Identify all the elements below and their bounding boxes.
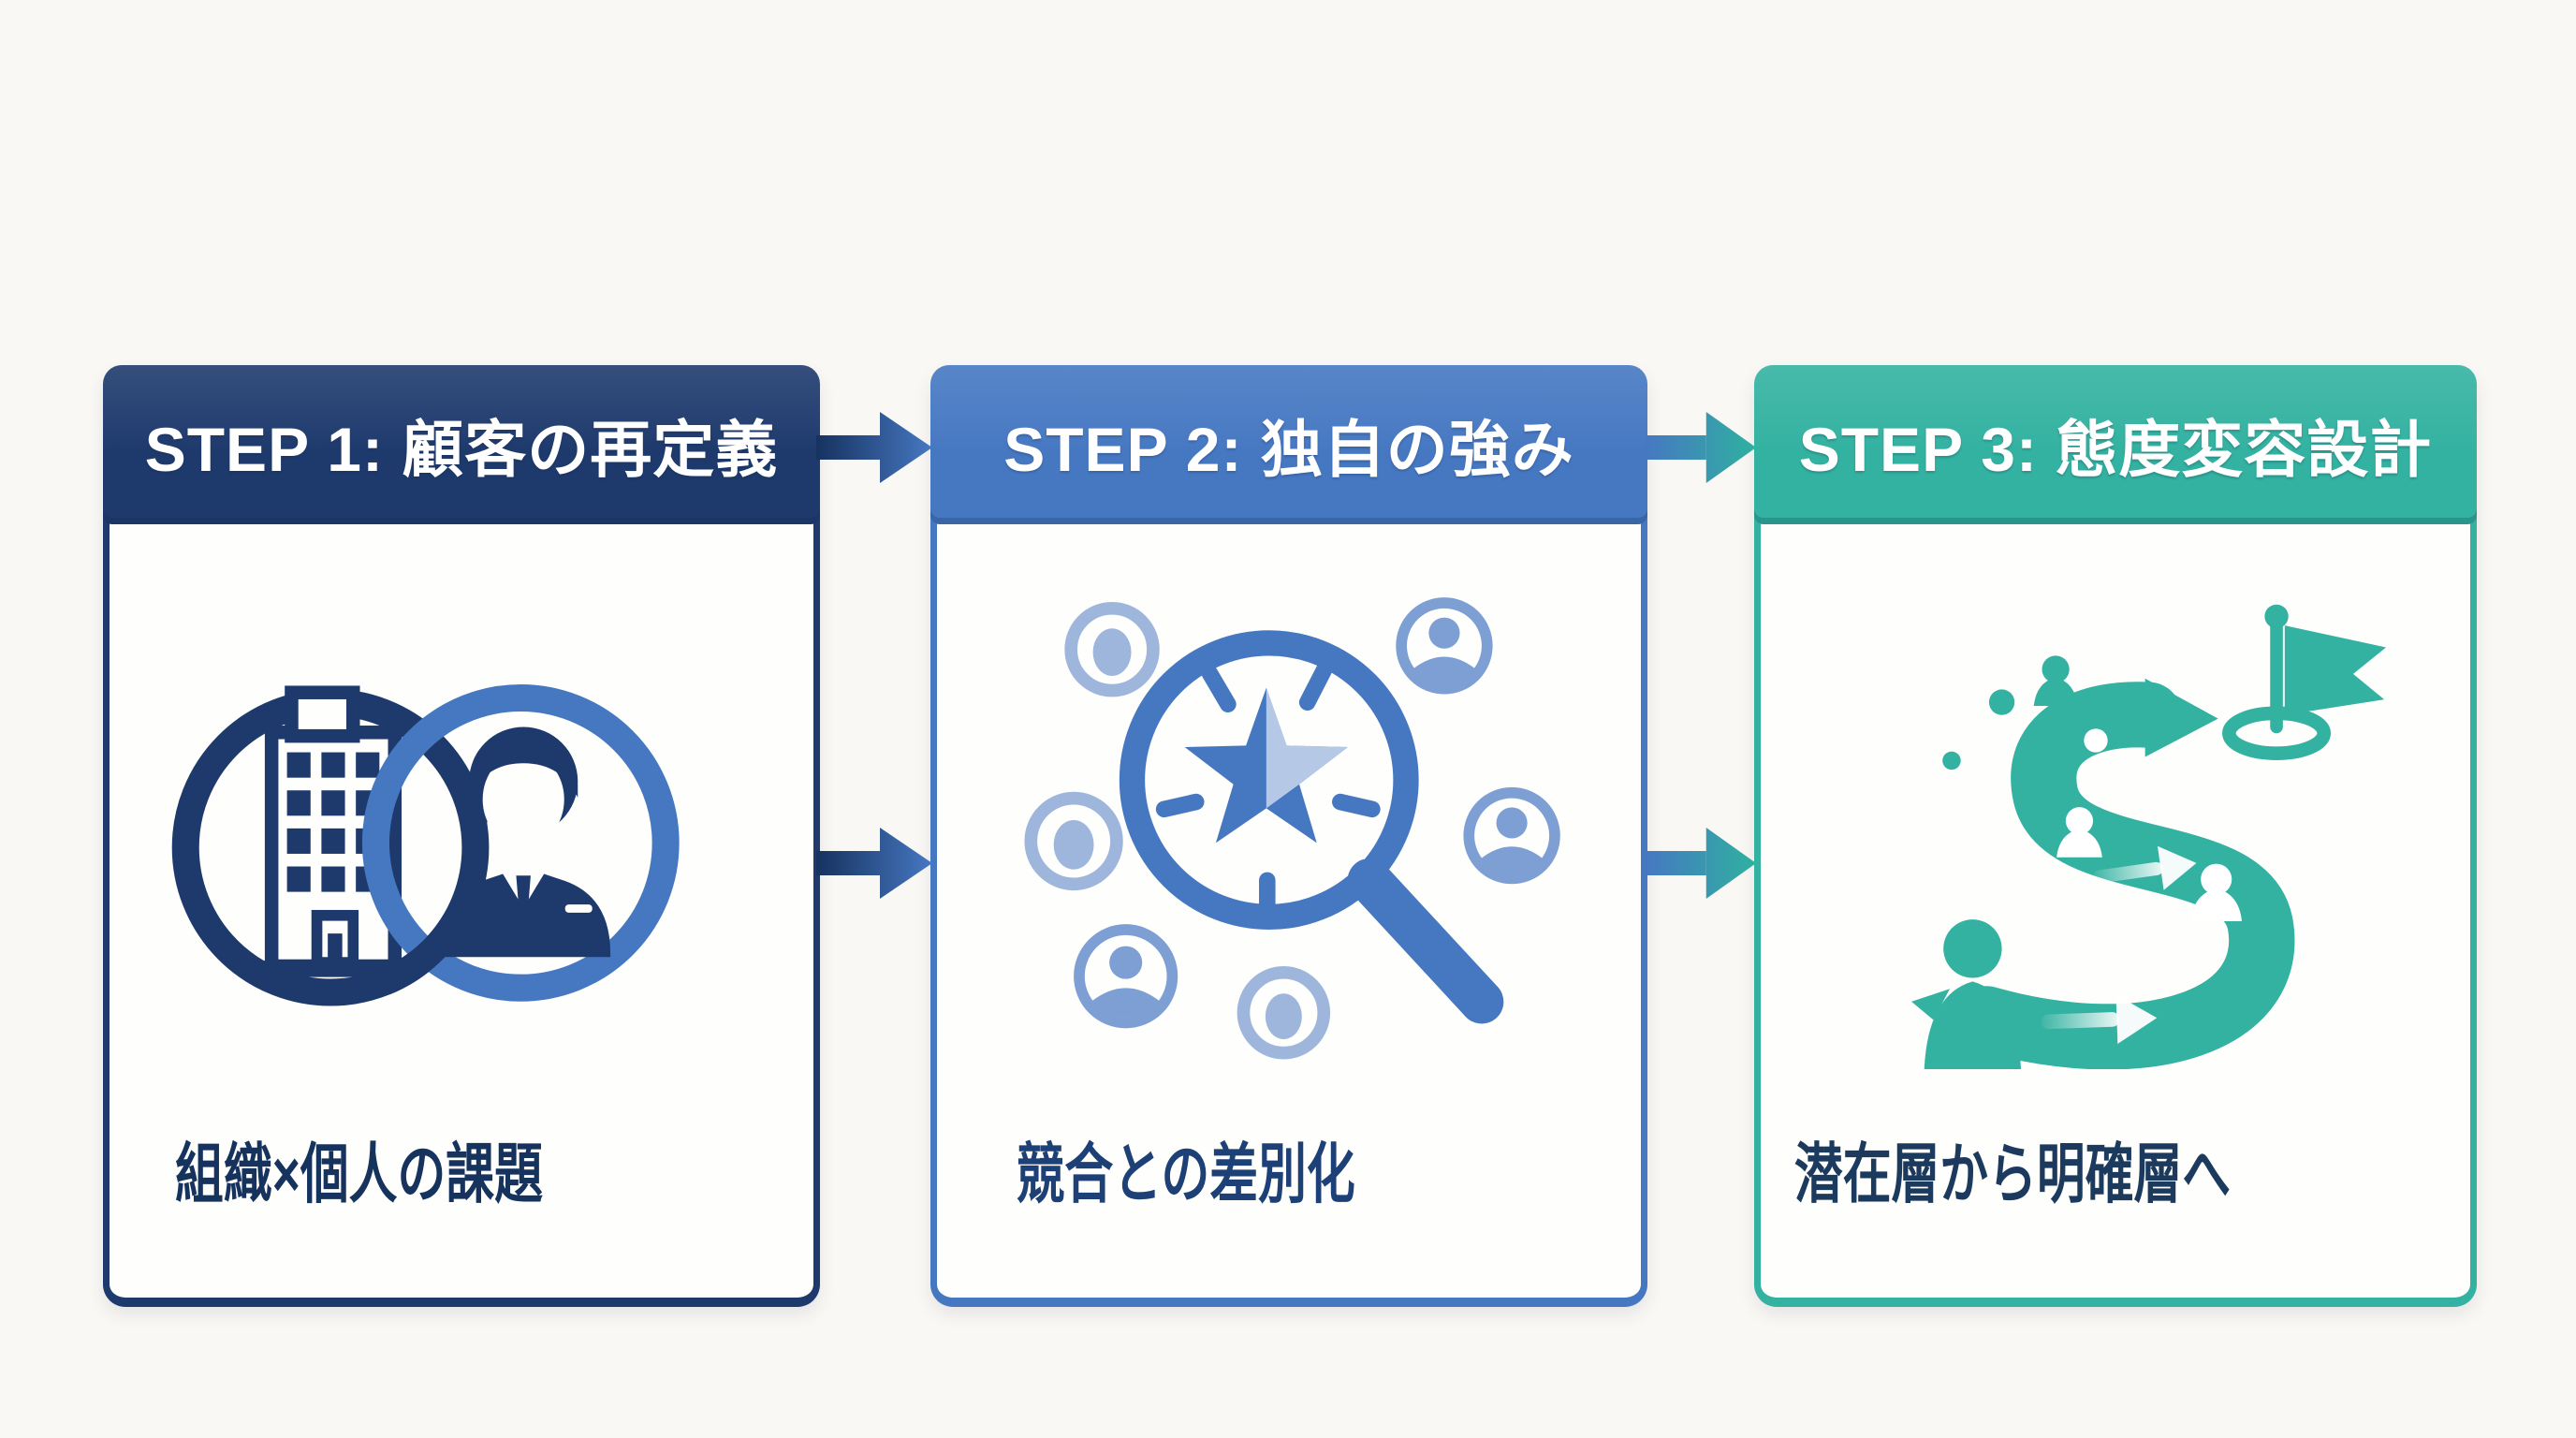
step-2-caption: 競合との差別化 — [1016, 1137, 1356, 1211]
step-1-body: 組織×個人の課題 — [110, 524, 813, 1298]
path-arrow-2 — [2093, 845, 2197, 890]
step-card-3: STEP 3: 態度変容設計 — [1754, 365, 2477, 1307]
person-above-path — [2033, 655, 2078, 706]
person-start — [1911, 919, 2022, 1069]
step-1-header: STEP 1: 顧客の再定義 — [103, 365, 820, 524]
audience-figures — [1911, 655, 2242, 1069]
step-card-2: STEP 2: 独自の強み — [930, 365, 1647, 1307]
step-3-body: 潜在層から明確層へ — [1761, 524, 2470, 1298]
flow-arrow-1-2-middle — [816, 828, 932, 899]
step-3-header: STEP 3: 態度変容設計 — [1754, 365, 2477, 524]
person-on-path-2 — [2056, 807, 2102, 858]
star-icon — [1155, 662, 1381, 926]
person-on-path-1 — [2190, 863, 2242, 922]
journey-path — [1953, 682, 2295, 1069]
sparkle-dashes — [1155, 662, 1381, 926]
step-1-caption-area: 組織×個人の課題 — [110, 1084, 813, 1298]
step-3-icon-area — [1761, 524, 2470, 1084]
step-3-caption: 潜在層から明確層へ — [1793, 1137, 2232, 1211]
organization-individual-overlap-icon — [171, 683, 680, 1006]
winding-path-goal-flag-icon — [1911, 604, 2387, 1069]
step-2-header: STEP 2: 独自の強み — [930, 365, 1647, 524]
competitor-avatars — [1074, 597, 1560, 1029]
magnifier-star-competitors-icon — [1024, 597, 1560, 1060]
step-3-caption-area: 潜在層から明確層へ — [1761, 1084, 2470, 1298]
path-arrowhead — [2144, 678, 2218, 757]
step-1-caption: 組織×個人の課題 — [174, 1137, 543, 1211]
businessman-icon — [436, 726, 611, 958]
step-2-body: 競合との差別化 — [937, 524, 1641, 1298]
step-1-icon-area — [110, 524, 813, 1084]
competitor-dots — [1024, 597, 1560, 1060]
dot-on-path — [2084, 728, 2108, 753]
dot-1 — [1988, 689, 2015, 715]
step-2-caption-area: 競合との差別化 — [937, 1084, 1641, 1298]
flow-arrow-2-3-header — [1646, 412, 1757, 483]
step-2-icon-area — [937, 524, 1641, 1084]
dot-2 — [1942, 751, 1961, 770]
path-arrow-1 — [2041, 994, 2158, 1045]
goal-flag-icon — [2222, 604, 2387, 760]
step-card-1: STEP 1: 顧客の再定義 — [103, 365, 820, 1307]
individual-ring — [361, 683, 680, 1002]
flow-arrow-1-2-header — [816, 412, 932, 483]
flow-arrow-2-3-middle — [1646, 828, 1757, 899]
